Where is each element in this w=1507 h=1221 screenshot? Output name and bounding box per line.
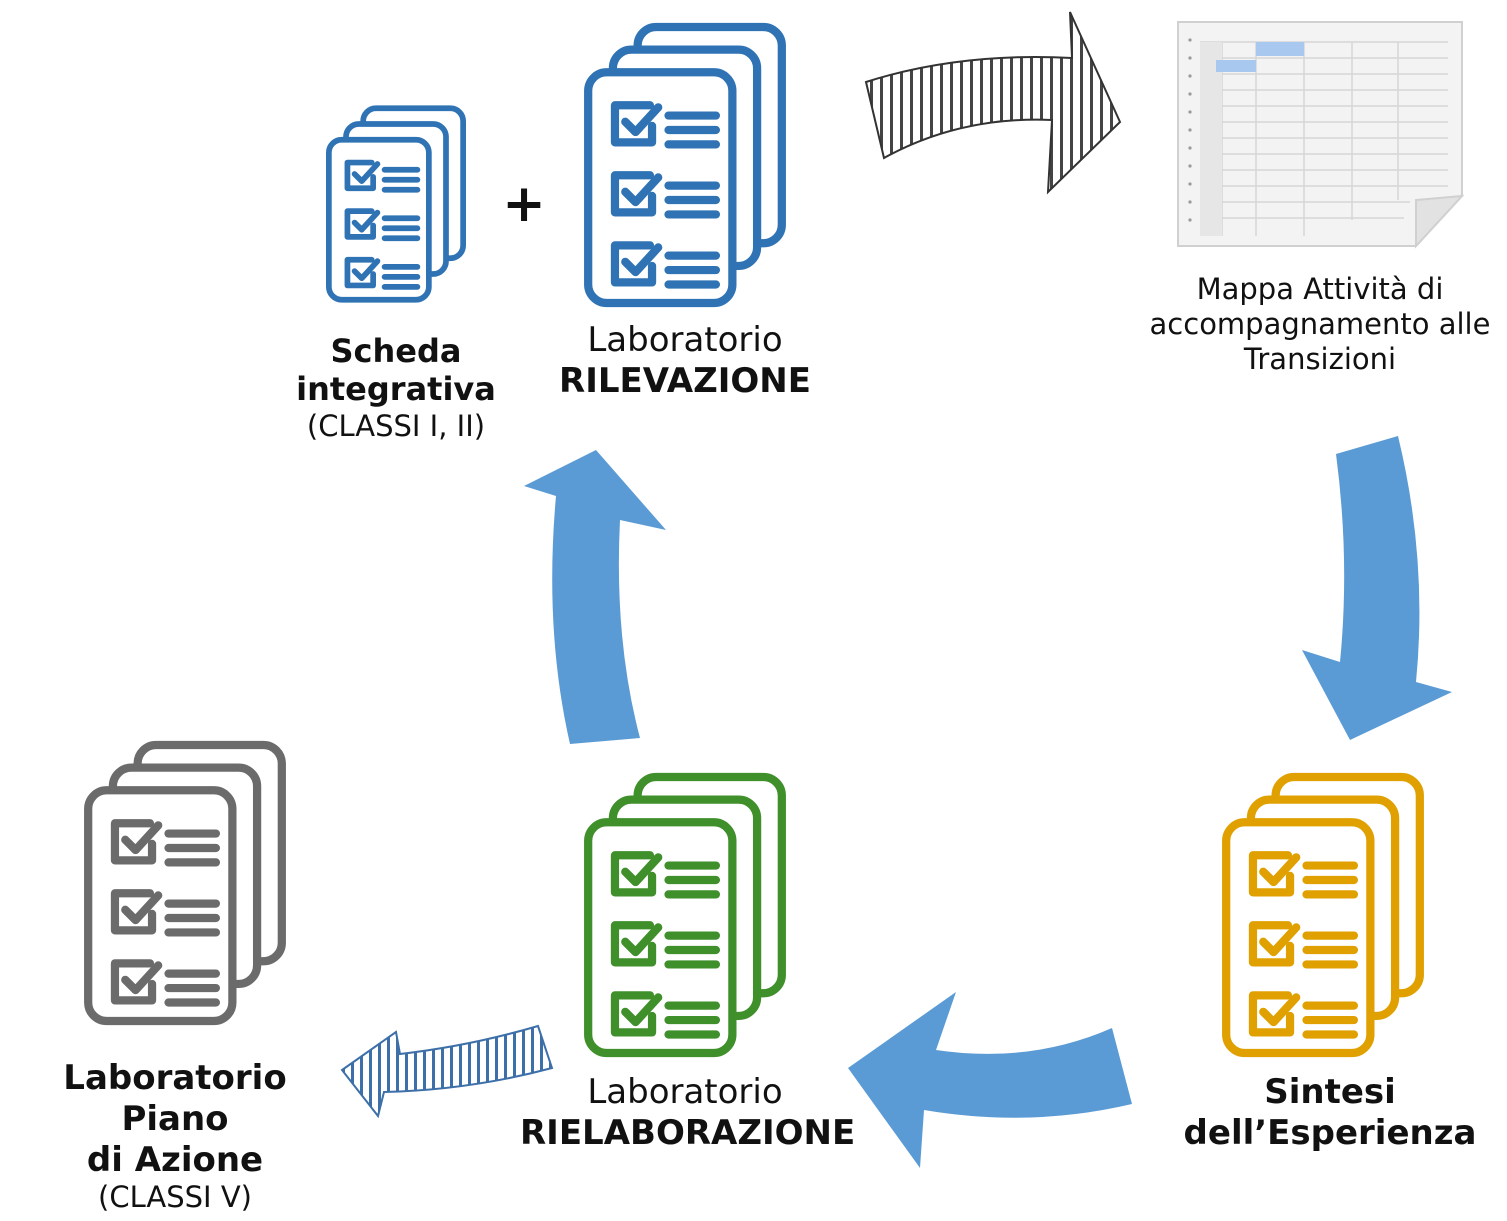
cycle-arrow-sintesi-to-rielaborazione — [848, 992, 1132, 1168]
piano-line1: Laboratorio Piano — [63, 1058, 287, 1139]
rielaborazione-checklist-icon — [588, 777, 782, 1053]
rielaborazione-line2: RIELABORAZIONE — [520, 1112, 856, 1153]
striped-arrow-to-piano — [340, 1024, 554, 1119]
scheda-title: Scheda integrativa — [296, 332, 496, 409]
plus-sign: + — [502, 174, 546, 234]
sintesi-line2: dell’Esperienza — [1183, 1112, 1477, 1153]
scheda-subtitle: (CLASSI I, II) — [306, 408, 486, 443]
mappa-line2: accompagnamento alle — [1149, 306, 1491, 341]
striped-arrow-to-mappa — [864, 11, 1122, 195]
piano-label: Laboratorio Piano di Azione (CLASSI V) — [10, 1058, 340, 1215]
rilevazione-line1: Laboratorio — [587, 320, 783, 360]
mappa-label: Mappa Attività di accompagnamento alle T… — [1140, 272, 1500, 376]
piano-checklist-icon — [88, 745, 282, 1021]
piano-line2: di Azione — [86, 1139, 264, 1180]
cycle-arrow-mappa-to-sintesi — [1302, 436, 1452, 740]
mappa-line1: Mappa Attività di — [1196, 272, 1444, 306]
sintesi-checklist-icon — [1226, 777, 1420, 1053]
rilevazione-checklist-icon — [588, 27, 782, 303]
rielaborazione-line1: Laboratorio — [587, 1072, 783, 1112]
scheda-checklist-icon — [329, 108, 463, 299]
spreadsheet-document-icon — [1177, 21, 1465, 249]
rilevazione-line2: RILEVAZIONE — [559, 360, 811, 401]
rilevazione-label: Laboratorio RILEVAZIONE — [550, 320, 820, 402]
piano-line3: (CLASSI V) — [98, 1180, 252, 1215]
sintesi-line1: Sintesi — [1264, 1072, 1396, 1112]
mappa-line3: Transizioni — [1243, 341, 1397, 376]
rielaborazione-label: Laboratorio RIELABORAZIONE — [520, 1072, 856, 1154]
sintesi-label: Sintesi dell’Esperienza — [1160, 1072, 1500, 1154]
cycle-arrow-rielaborazione-to-rilevazione — [524, 450, 666, 744]
scheda-label: Scheda integrativa (CLASSI I, II) — [236, 332, 556, 444]
